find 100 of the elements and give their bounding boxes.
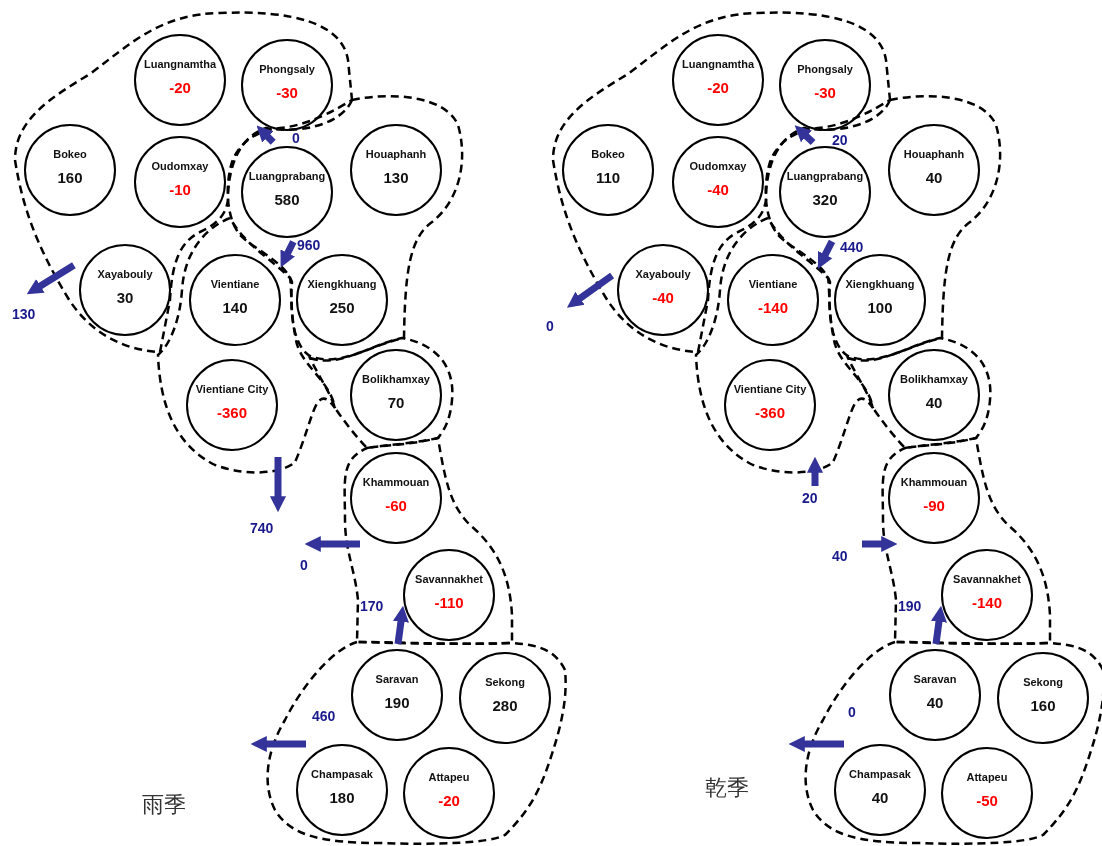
province-circle xyxy=(724,359,816,451)
province-name: Sekong xyxy=(1023,676,1063,688)
province-circle xyxy=(617,244,709,336)
province-value: -20 xyxy=(707,79,729,96)
flow-value: 960 xyxy=(297,237,321,253)
province-value: -140 xyxy=(972,594,1002,611)
season-label: 雨季 xyxy=(142,791,186,819)
province-circle xyxy=(403,747,495,839)
province-value: -360 xyxy=(217,404,247,421)
province-circle xyxy=(403,549,495,641)
province-circle xyxy=(350,452,442,544)
flow-value: 0 xyxy=(546,318,554,334)
province-circle xyxy=(727,254,819,346)
flow-value: 130 xyxy=(12,306,36,322)
province-circle xyxy=(351,649,443,741)
province-name: Champasak xyxy=(849,768,911,780)
flow-value: 440 xyxy=(840,239,864,255)
province-name: Luangprabang xyxy=(786,170,864,182)
province-circle xyxy=(296,744,388,836)
province-value: 180 xyxy=(329,789,355,806)
province-circle xyxy=(134,136,226,228)
province-name: Luangprabang xyxy=(248,170,326,182)
province-name: Bolikhamxay xyxy=(900,373,968,385)
flow-value: 40 xyxy=(832,548,848,564)
province-value: 100 xyxy=(867,299,893,316)
province-name: Khammouan xyxy=(362,476,430,488)
province-name: Houaphanh xyxy=(903,148,965,160)
province-value: 320 xyxy=(812,191,838,208)
province-circle xyxy=(834,744,926,836)
province-value: 280 xyxy=(492,697,518,714)
province-circle xyxy=(241,39,333,131)
province-name: Champasak xyxy=(311,768,373,780)
province-circle xyxy=(779,39,871,131)
province-circle xyxy=(672,136,764,228)
province-name: Saravan xyxy=(913,673,957,685)
flow-value: 0 xyxy=(292,130,300,146)
province-circle xyxy=(941,549,1033,641)
province-name: Savannakhet xyxy=(953,573,1021,585)
province-circle xyxy=(997,652,1089,744)
province-circle xyxy=(459,652,551,744)
province-name: Luangnamtha xyxy=(681,58,755,70)
flow-value: 740 xyxy=(250,520,274,536)
province-value: 580 xyxy=(274,191,300,208)
province-value: -30 xyxy=(276,84,298,101)
province-name: Oudomxay xyxy=(151,160,209,172)
province-value: 40 xyxy=(925,169,943,186)
flow-value: 0 xyxy=(300,557,308,573)
province-name: Bokeo xyxy=(591,148,625,160)
province-circle xyxy=(834,254,926,346)
province-value: -10 xyxy=(169,181,191,198)
province-circle xyxy=(941,747,1033,839)
province-name: Attapeu xyxy=(966,771,1008,783)
flow-arrow xyxy=(566,272,615,308)
flow-arrow xyxy=(280,240,297,268)
province-name: Saravan xyxy=(375,673,419,685)
province-value: 140 xyxy=(222,299,248,316)
province-circle xyxy=(888,124,980,216)
province-name: Oudomxay xyxy=(689,160,747,172)
flow-arrow xyxy=(817,239,836,269)
province-value: -360 xyxy=(755,404,785,421)
province-name: Houaphanh xyxy=(365,148,427,160)
province-value: -40 xyxy=(652,289,674,306)
province-circle xyxy=(241,146,333,238)
province-name: Xiengkhuang xyxy=(845,278,915,290)
province-circle xyxy=(296,254,388,346)
province-value: -20 xyxy=(169,79,191,96)
province-circle xyxy=(779,146,871,238)
province-name: Vientiane xyxy=(210,278,260,290)
province-value: -110 xyxy=(434,594,464,611)
province-circle xyxy=(186,359,278,451)
province-circle xyxy=(79,244,171,336)
province-value: 70 xyxy=(387,394,405,411)
province-circle xyxy=(888,452,980,544)
province-name: Xayabouly xyxy=(97,268,153,280)
province-name: Bolikhamxay xyxy=(362,373,430,385)
province-name: Khammouan xyxy=(900,476,968,488)
season-label: 乾季 xyxy=(705,774,749,802)
flow-arrow xyxy=(26,262,76,295)
province-value: -60 xyxy=(385,497,407,514)
province-circle xyxy=(350,349,442,441)
province-value: 160 xyxy=(1030,697,1056,714)
province-circle xyxy=(889,649,981,741)
province-name: Xiengkhuang xyxy=(307,278,377,290)
flow-value: 170 xyxy=(360,598,384,614)
flow-value: 460 xyxy=(312,708,336,724)
province-value: -140 xyxy=(758,299,788,316)
flow-value: 20 xyxy=(802,490,818,506)
province-circle xyxy=(189,254,281,346)
province-value: -40 xyxy=(707,181,729,198)
flow-value: 20 xyxy=(832,132,848,148)
province-value: 30 xyxy=(116,289,134,306)
province-value: 40 xyxy=(926,694,944,711)
province-value: -20 xyxy=(438,792,460,809)
province-name: Sekong xyxy=(485,676,525,688)
flow-arrow xyxy=(393,605,409,645)
province-name: Bokeo xyxy=(53,148,87,160)
province-value: 190 xyxy=(384,694,410,711)
province-value: 130 xyxy=(383,169,409,186)
province-circle xyxy=(888,349,980,441)
province-value: 40 xyxy=(925,394,943,411)
